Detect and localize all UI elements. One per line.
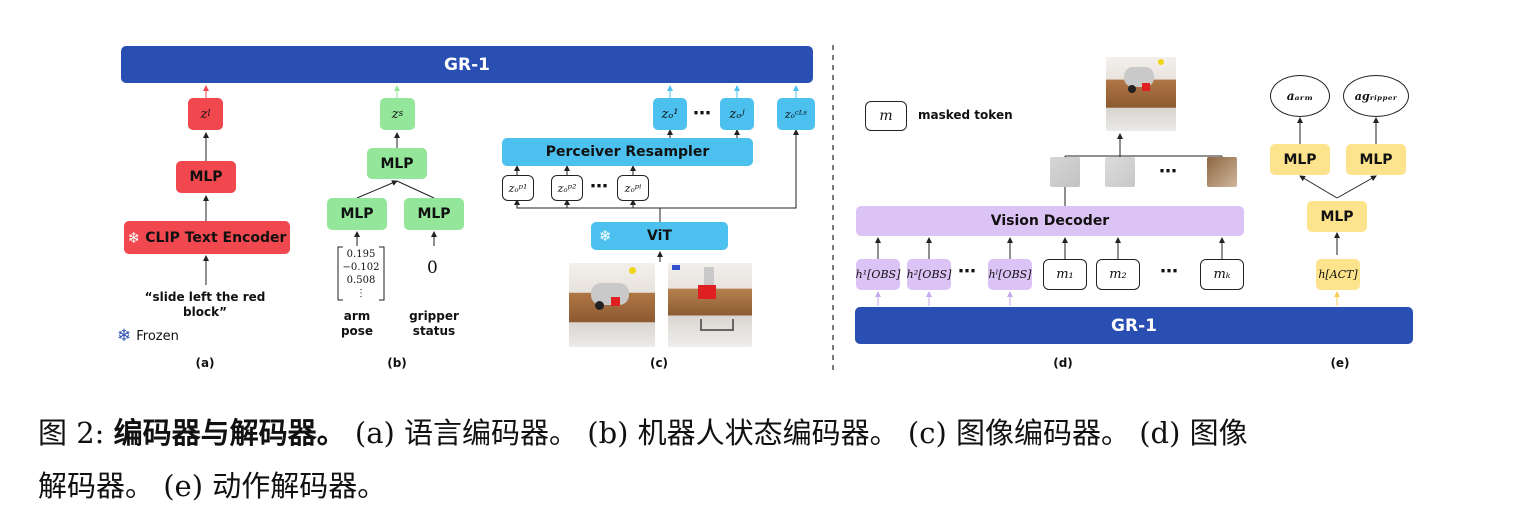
gripper-action-mlp: MLP (1346, 144, 1406, 175)
panel-b-label: (b) (387, 356, 407, 370)
snowflake-icon: ❄ (127, 228, 141, 247)
vit-encoder: ❄ ViT (591, 222, 728, 250)
patch-k (1207, 157, 1237, 187)
patch-ellipsis-d: ⋯ (1159, 161, 1177, 181)
snowflake-icon: ❄ (117, 326, 132, 345)
mask-ellipsis: ⋯ (1160, 261, 1178, 281)
figure-caption-line-2: 解码器。 (e) 动作解码器。 (38, 469, 387, 503)
z-obs-token-j: zₒʲ (720, 98, 754, 130)
legend-masked-token-label: masked token (918, 108, 1013, 122)
clip-text-encoder: ❄ CLIP Text Encoder (124, 221, 290, 254)
figure-caption-line-1: 图 2: 编码器与解码器。 (a) 语言编码器。 (b) 机器人状态编码器。 (… (38, 416, 1248, 450)
observation-image-gripper (668, 263, 752, 347)
gripper-value: 0 (427, 258, 438, 278)
panel-c-label: (c) (649, 356, 669, 370)
gripper-mlp: MLP (404, 198, 464, 230)
gr1-bottom-bar: GR-1 (855, 307, 1413, 344)
reconstructed-image (1106, 57, 1176, 131)
mask-token-k: mₖ (1200, 259, 1244, 290)
z-obs-cls-token: zₒᶜᴸˢ (777, 98, 815, 130)
patch-token-2: zₒᵖ² (551, 175, 583, 201)
arm-pose-mlp: MLP (327, 198, 387, 230)
language-mlp: MLP (176, 161, 236, 193)
action-mlp-shared: MLP (1307, 201, 1367, 232)
gr1-top-bar: GR-1 (121, 46, 813, 83)
perceiver-resampler: Perceiver Resampler (502, 138, 753, 166)
snowflake-icon: ❄ (599, 227, 612, 245)
patch-ellipsis: ⋯ (590, 176, 608, 196)
panel-a-label: (a) (195, 356, 215, 370)
action-token: h[ACT] (1316, 259, 1360, 290)
legend-masked-token: m (865, 101, 907, 131)
mask-token-2: m₂ (1096, 259, 1140, 290)
frozen-legend: ❄ Frozen (117, 326, 179, 345)
mask-token-1: m₁ (1043, 259, 1087, 290)
arm-pose-vector: 0.195 −0.102 0.508 ⋮ (342, 249, 380, 299)
obs-token-l: hˡ[OBS] (988, 259, 1032, 290)
patch-token-i: zₒᵖⁱ (617, 175, 649, 201)
instruction-text: “slide left the red block” (144, 290, 266, 319)
token-ellipsis: ⋯ (693, 103, 711, 123)
patch-1 (1050, 157, 1080, 187)
patch-token-1: zₒᵖ¹ (502, 175, 534, 201)
vision-decoder: Vision Decoder (856, 206, 1244, 236)
obs-token-2: h²[OBS] (907, 259, 951, 290)
z-obs-token-1: zₒ¹ (653, 98, 687, 130)
arm-action-output: aₐᵣₘ (1270, 75, 1330, 117)
obs-token-1: h¹[OBS] (856, 259, 900, 290)
patch-2 (1105, 157, 1135, 187)
gripper-action-output: aɡᵣᵢₚₚₑᵣ (1343, 75, 1409, 117)
state-mlp-top: MLP (367, 148, 427, 179)
panel-e-label: (e) (1330, 356, 1350, 370)
arm-action-mlp: MLP (1270, 144, 1330, 175)
obs-ellipsis: ⋯ (958, 261, 976, 281)
panel-d-label: (d) (1053, 356, 1073, 370)
observation-image-static (569, 263, 655, 347)
